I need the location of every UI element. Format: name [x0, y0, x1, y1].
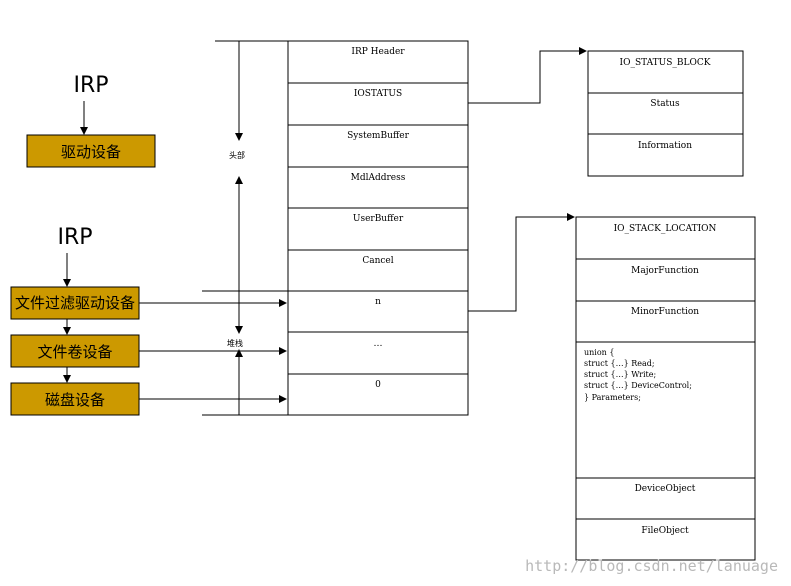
information-cell — [587, 133, 744, 177]
information-label: Information — [638, 141, 692, 151]
cancel-label: Cancel — [362, 256, 393, 266]
deviceobject-cell — [575, 477, 756, 520]
disk-device-box — [10, 382, 140, 416]
stack-location-connector — [468, 213, 575, 312]
io-status-block: IO_STATUS_BLOCK Status Information — [587, 50, 744, 177]
driver-device-label: 驱动设备 — [61, 143, 121, 161]
stack-zero-label: 0 — [375, 380, 381, 390]
union-line: struct {…} Read; — [584, 359, 655, 368]
systembuffer-cell — [287, 124, 469, 168]
irp-top-label: IRP — [73, 73, 108, 98]
driver-device-box — [26, 134, 156, 168]
fileobject-label: FileObject — [641, 526, 689, 536]
volume-device-box — [10, 334, 140, 368]
majorfunction-cell — [575, 258, 756, 302]
stack-n-label: n — [375, 297, 381, 307]
iostatus-connector — [468, 47, 587, 104]
stack-ellipsis-cell — [287, 331, 469, 375]
io-status-block-title: IO_STATUS_BLOCK — [620, 58, 711, 68]
union-line: struct {…} DeviceControl; — [584, 381, 692, 390]
majorfunction-label: MajorFunction — [631, 266, 699, 276]
header-label: 头部 — [229, 150, 245, 160]
union-line: } Parameters; — [584, 393, 641, 402]
irp-stack: IRP Header IOSTATUS SystemBuffer MdlAddr… — [287, 40, 469, 416]
union-line: union { — [584, 348, 614, 357]
fileobject-cell — [575, 518, 756, 561]
systembuffer-label: SystemBuffer — [347, 131, 409, 141]
minorfunction-cell — [575, 300, 756, 343]
stack-zero-cell — [287, 373, 469, 416]
disk-device-label: 磁盘设备 — [45, 391, 105, 409]
deviceobject-label: DeviceObject — [635, 484, 696, 494]
union-line: struct {…} Write; — [584, 370, 656, 379]
volume-device-label: 文件卷设备 — [37, 343, 112, 361]
mdladdress-cell — [287, 166, 469, 209]
iostatus-cell — [287, 82, 469, 126]
irp-header-label: IRP Header — [351, 47, 405, 57]
irp-bottom-label: IRP — [57, 225, 92, 250]
status-cell — [587, 92, 744, 135]
mdladdress-label: MdlAddress — [351, 173, 406, 183]
filter-device-label: 文件过滤驱动设备 — [15, 294, 135, 312]
userbuffer-label: UserBuffer — [353, 214, 404, 224]
io-stack-location-title: IO_STACK_LOCATION — [614, 224, 717, 234]
io-stack-location: IO_STACK_LOCATION MajorFunction MinorFun… — [575, 216, 756, 561]
parameters-union-cell — [575, 341, 756, 479]
irp-header-cell — [287, 40, 469, 84]
stack-ellipsis-label: … — [374, 339, 383, 349]
status-label: Status — [650, 99, 680, 109]
minorfunction-label: MinorFunction — [631, 307, 699, 317]
blog-watermark: http://blog.csdn.net/lanuage — [525, 557, 778, 575]
stack-label: 堆栈 — [227, 338, 243, 348]
io-status-block-title-cell — [587, 50, 744, 94]
iostatus-label: IOSTATUS — [354, 89, 402, 99]
cancel-cell — [287, 249, 469, 292]
